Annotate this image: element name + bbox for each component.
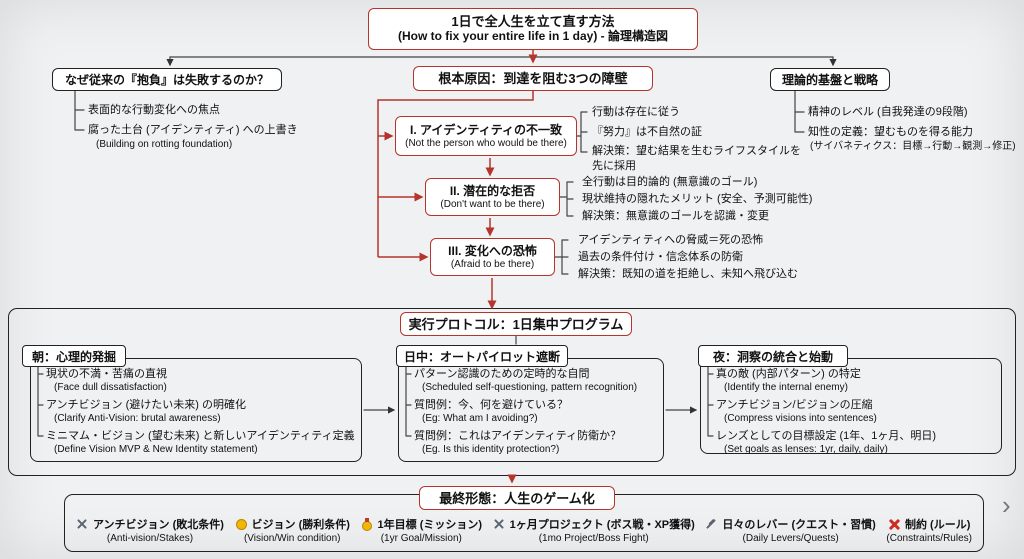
phase-item-en: (Set goals as lenses: 1yr, daily, daily) (724, 444, 888, 455)
military-medal-icon (361, 518, 374, 531)
legend-sublabel: (Constraints/Rules) (886, 533, 972, 544)
main-title-en: (How to fix your entire life in 1 day) -… (397, 29, 669, 43)
legend-item-month-project: 1ヶ月プロジェクト (ボス戦・XP獲得) (1mo Project/Boss F… (493, 518, 695, 545)
barrier-2-point: 全行動は目的論的 (無意識のゴール) (582, 176, 758, 188)
phase-item-en: (Face dull dissatisfaction) (54, 382, 167, 393)
next-chevron[interactable]: › (1002, 490, 1011, 520)
left-branch-item: 表面的な行動変化への焦点 (88, 104, 220, 116)
legend-label: ビジョン (勝利条件) (251, 519, 350, 531)
legend-sublabel: (Anti-vision/Stakes) (106, 533, 194, 544)
legend-item-daily-levers: 日々のレバー (クエスト・習慣) (Daily Levers/Quests) (705, 518, 875, 545)
phase-item: 質問例：これはアイデンティティ防衛か？ (414, 430, 622, 442)
left-branch-item: 腐った土台 (アイデンティティ) への上書き (88, 124, 298, 136)
barrier-3-en: (Afraid to be there) (450, 258, 535, 270)
final-title-node: 最終形態：人生のゲーム化 (419, 486, 615, 510)
phase-item: 質問例：今、何を避けている？ (414, 399, 568, 411)
left-branch-item-en: (Building on rotting foundation) (96, 139, 233, 150)
legend-item-year-goal: 1年目標 (ミッション) (1yr Goal/Mission) (361, 518, 483, 545)
barrier-1-point: 解決策：望む結果を生むライフスタイルを先に採用 (592, 145, 801, 172)
legend-label: 制約 (ルール) (904, 519, 971, 531)
phase-night-header: 夜：洞察の統合と始動 (698, 345, 848, 367)
phase-item-en: (Clarify Anti-Vision: brutal awareness) (54, 413, 221, 424)
root-cause-title: 根本原因：到達を阻む3つの障壁 (438, 71, 628, 86)
barrier-1-point: 『努力』は不自然の証 (592, 126, 702, 138)
phase-item: 現状の不満・苦痛の直視 (46, 368, 167, 380)
barrier-3-label: III. 変化への恐怖 (448, 243, 537, 258)
legend-sublabel: (Daily Levers/Quests) (742, 533, 839, 544)
dagger-icon (705, 518, 718, 530)
barrier-1-point: 行動は存在に従う (592, 106, 680, 118)
barrier-2-en: (Don't want to be there) (440, 198, 545, 210)
node-barrier-2: II. 潜在的な拒否 (Don't want to be there) (425, 178, 560, 216)
node-barrier-1: I. アイデンティティの不一致 (Not the person who woul… (395, 116, 577, 156)
node-barrier-3: III. 変化への恐怖 (Afraid to be there) (430, 238, 555, 276)
barrier-2-point: 現状維持の隠れたメリット (安全、予測可能性) (582, 193, 813, 205)
phase-morning-panel (30, 358, 362, 462)
protocol-title: 実行プロトコル：1日集中プログラム (408, 316, 624, 332)
legend-label: 1ヶ月プロジェクト (ボス戦・XP獲得) (509, 519, 695, 531)
barrier-3-point: 解決策：既知の道を拒絶し、未知へ飛び込む (578, 268, 798, 280)
barrier-2-point: 解決策：無意識のゴールを認識・変更 (582, 210, 769, 222)
legend-label: 1年目標 (ミッション) (377, 519, 483, 531)
node-main-title: 1日で全人生を立て直す方法 (How to fix your entire li… (368, 8, 698, 50)
barrier-1-label: I. アイデンティティの不一致 (410, 122, 562, 137)
phase-item-en: (Eg. Is this identity protection?) (422, 444, 560, 455)
legend-sublabel: (1yr Goal/Mission) (380, 533, 462, 544)
main-title-jp: 1日で全人生を立て直す方法 (451, 14, 615, 29)
phase-item: ミニマム・ビジョン (望む未来) と新しいアイデンティティ定義 (46, 430, 355, 442)
legend-label: アンチビジョン (敗北条件) (93, 519, 224, 531)
phase-item-en: (Scheduled self-questioning, pattern rec… (422, 382, 638, 393)
node-root-cause: 根本原因：到達を阻む3つの障壁 (413, 66, 653, 91)
phase-night-panel (700, 358, 1002, 454)
legend-item-vision: ビジョン (勝利条件) (Vision/Win condition) (235, 518, 350, 545)
node-why-fail: なぜ従来の『抱負』は失敗するのか？ (52, 68, 282, 91)
final-title: 最終形態：人生のゲーム化 (439, 490, 595, 506)
barrier-3-point: 過去の条件付け・信念体系の防衛 (578, 251, 743, 263)
phase-item: アンチビジョン (避けたい未来) の明確化 (46, 399, 246, 411)
phase-item: 真の敵 (内部パターン) の特定 (716, 368, 861, 380)
phase-daytime-list: パターン認識のための定時的な自問 (Scheduled self-questio… (414, 367, 637, 460)
phase-item-en: (Eg: What am I avoiding?) (422, 413, 538, 424)
legend-sublabel: (Vision/Win condition) (243, 533, 341, 544)
node-theory: 理論的基盤と戦略 (770, 68, 890, 91)
barrier-3-point: アイデンティティへの脅威＝死の恐怖 (578, 234, 764, 246)
legend-item-constraints: 制約 (ルール) (Constraints/Rules) (886, 518, 972, 545)
phase-morning-header: 朝：心理的発掘 (22, 345, 126, 367)
legend-item-antivision: アンチビジョン (敗北条件) (Anti-vision/Stakes) (76, 518, 224, 545)
phase-item-en: (Define Vision MVP & New Identity statem… (54, 444, 258, 455)
phase-item-en: (Identify the internal enemy) (724, 382, 848, 393)
gamification-legend: アンチビジョン (敗北条件) (Anti-vision/Stakes) ビジョン… (76, 518, 972, 545)
right-branch-item: 知性の定義：望むものを得る能力 (808, 126, 973, 138)
phase-item: レンズとしての目標設定 (1年、1ヶ月、明日) (716, 430, 937, 442)
phase-item: パターン認識のための定時的な自問 (414, 368, 590, 380)
medal-icon (235, 518, 248, 530)
crossed-swords-icon (493, 518, 506, 530)
protocol-title-node: 実行プロトコル：1日集中プログラム (400, 312, 632, 336)
right-branch-item-en: (サイバネティクス：目標→行動→観測→修正) (810, 141, 1016, 152)
crossed-swords-icon (76, 518, 89, 530)
phase-item: アンチビジョン/ビジョンの圧縮 (716, 399, 873, 411)
barrier-2-label: II. 潜在的な拒否 (449, 183, 536, 198)
phase-item-en: (Compress visions into sentences) (724, 413, 877, 424)
legend-sublabel: (1mo Project/Boss Fight) (538, 533, 649, 544)
phase-night-list: 真の敵 (内部パターン) の特定 (Identify the internal … (716, 367, 936, 460)
phase-morning-list: 現状の不満・苦痛の直視 (Face dull dissatisfaction) … (46, 367, 355, 460)
right-branch-item: 精神のレベル (自我発達の9段階) (808, 106, 968, 118)
barrier-1-en: (Not the person who would be there) (405, 137, 567, 149)
legend-label: 日々のレバー (クエスト・習慣) (722, 519, 876, 531)
phase-daytime-header: 日中：オートパイロット遮断 (396, 345, 568, 367)
cross-mark-icon (888, 518, 901, 530)
